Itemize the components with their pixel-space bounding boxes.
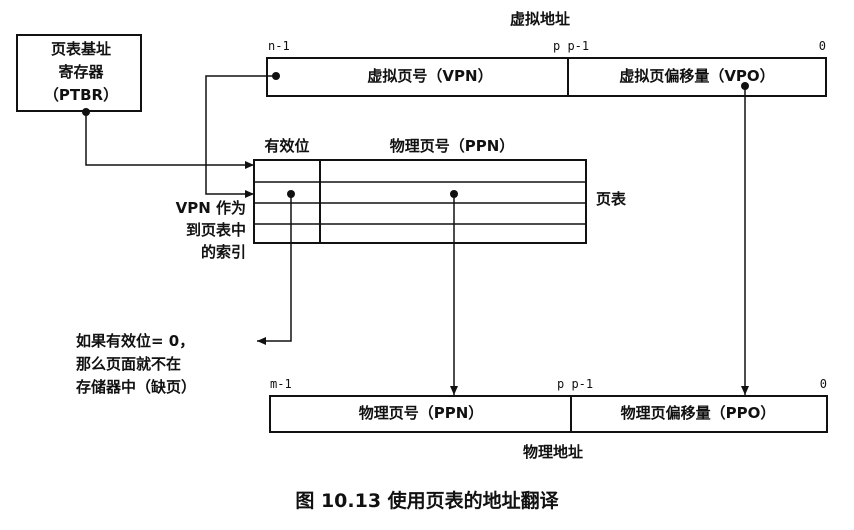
valid-note-line-2: 那么页面就不在 (76, 355, 182, 373)
page-table-label: 页表 (596, 190, 627, 208)
ppn-arrow (450, 190, 458, 395)
virtual-bit-high: n-1 (268, 39, 290, 53)
page-table (253, 159, 587, 244)
valid-bit-arrow (257, 190, 295, 345)
ppo-field: 物理页偏移量（PPO） (620, 404, 776, 422)
physical-bit-mid: p p-1 (557, 377, 594, 391)
virtual-bit-mid: p p-1 (553, 39, 590, 53)
valid-note-line-3: 存储器中（缺页） (76, 378, 197, 396)
virtual-address-register (266, 57, 827, 97)
virtual-address-title: 虚拟地址 (509, 10, 571, 28)
physical-bit-high: m-1 (270, 377, 292, 391)
vpn-field: 虚拟页号（VPN） (367, 67, 493, 85)
vpo-field: 虚拟页偏移量（VPO） (619, 67, 775, 85)
ptbr-line-3: （PTBR） (43, 86, 119, 104)
valid-note-line-1: 如果有效位= 0， (76, 332, 195, 350)
vpn-index-arrow (205, 72, 280, 198)
ptbr-line-1: 页表基址 (50, 40, 111, 58)
figure-caption: 图 10.13 使用页表的地址翻译 (295, 490, 559, 512)
ptbr-arrow (82, 108, 254, 169)
ppn-header: 物理页号（PPN） (389, 137, 515, 155)
vpo-ppo-arrow (741, 82, 749, 395)
vpn-index-line-2: 到页表中 (185, 221, 246, 239)
physical-address-title: 物理地址 (522, 443, 584, 461)
ppn-field: 物理页号（PPN） (358, 404, 484, 422)
vpn-index-line-3: 的索引 (200, 243, 246, 261)
physical-bit-low: 0 (819, 377, 827, 391)
virtual-bit-low: 0 (818, 39, 826, 53)
vpn-index-line-1: VPN 作为 (175, 199, 246, 217)
ptbr-register: 页表基址 寄存器 （PTBR） (16, 34, 142, 112)
valid-bit-header: 有效位 (264, 137, 310, 155)
ptbr-line-2: 寄存器 (58, 63, 104, 81)
physical-address-register (269, 395, 828, 433)
